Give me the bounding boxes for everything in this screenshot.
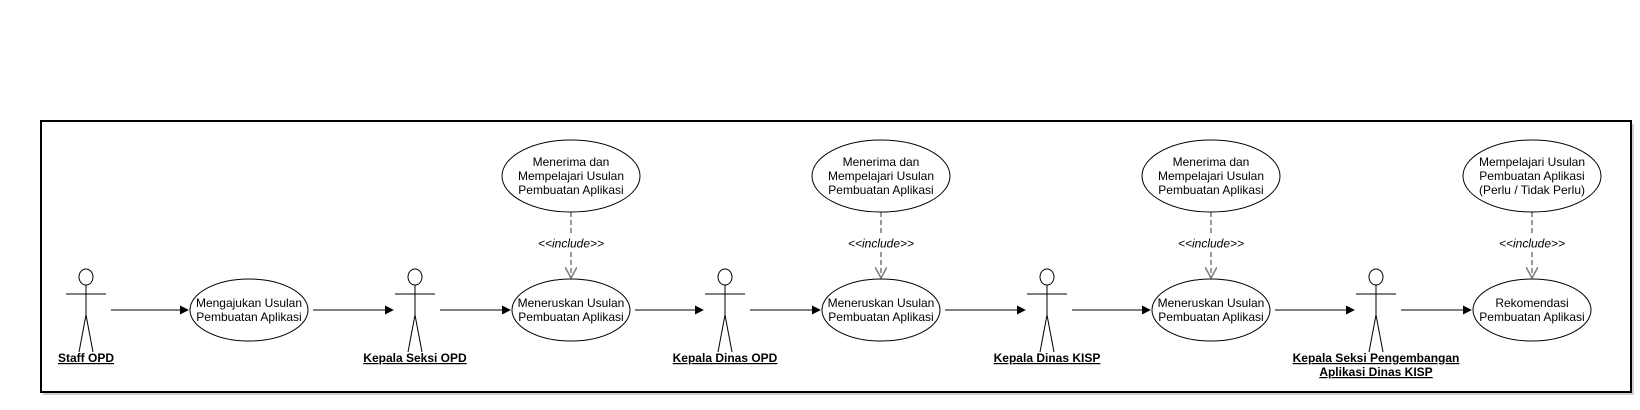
include-label: <<include>> (848, 237, 914, 251)
include-label: <<include>> (1178, 237, 1244, 251)
actor-head (717, 268, 733, 286)
use-case-label: Mempelajari Usulan (828, 169, 934, 183)
actor-right-leg (414, 314, 423, 353)
actor-left-leg (1039, 314, 1048, 353)
use-case-label: Mempelajari Usulan (1158, 169, 1264, 183)
actor-left-leg (78, 314, 87, 353)
use-case-label: Pembuatan Aplikasi (196, 310, 301, 324)
use-case-label: Meneruskan Usulan (1158, 296, 1265, 310)
actor-left-leg (717, 314, 726, 353)
actor-kepala-seksi-pengembangan[interactable]: Kepala Seksi Pengembangan Aplikasi Dinas… (1293, 268, 1460, 379)
actor-right-leg (1375, 314, 1384, 353)
actor-kepala-seksi-opd[interactable]: Kepala Seksi OPD (363, 268, 467, 365)
use-case-label: Pembuatan Aplikasi (828, 310, 933, 324)
actor-label: Kepala Seksi OPD (363, 351, 467, 365)
actor-head (78, 268, 94, 286)
use-case-label: Pembuatan Aplikasi (518, 183, 623, 197)
actor-left-leg (407, 314, 416, 353)
use-case-label: Meneruskan Usulan (518, 296, 625, 310)
use-case-ellipse (189, 278, 309, 342)
use-case-label: Pembuatan Aplikasi (518, 310, 623, 324)
actor-head (407, 268, 423, 286)
include-label-bg (1175, 235, 1247, 251)
use-case-label: Pembuatan Aplikasi (1158, 310, 1263, 324)
use-case-label: Menerima dan (533, 155, 610, 169)
include-label-bg (1496, 235, 1568, 251)
actor-label: Aplikasi Dinas KISP (1319, 365, 1432, 379)
actor-right-leg (1046, 314, 1055, 353)
include-label-bg (845, 235, 917, 251)
use-case-label: Menerima dan (1173, 155, 1250, 169)
use-case-ellipse (1472, 278, 1592, 342)
use-case-label: Pembuatan Aplikasi (1158, 183, 1263, 197)
actor-kepala-dinas-kisp[interactable]: Kepala Dinas KISP (994, 268, 1101, 365)
actor-left-leg (1368, 314, 1377, 353)
include-label: <<include>> (1499, 237, 1565, 251)
nodes-layer: Staff OPD Kepala Seksi OPD Kepala Dinas OP… (58, 139, 1602, 379)
use-case-label: Pembuatan Aplikasi (1479, 310, 1584, 324)
use-case-ellipse (821, 278, 941, 342)
actor-right-leg (85, 314, 94, 353)
use-case-label: Menerima dan (843, 155, 920, 169)
use-case-label: Pembuatan Aplikasi (1479, 169, 1584, 183)
actor-label: Staff OPD (58, 351, 114, 365)
use-case-label: Mengajukan Usulan (196, 296, 302, 310)
use-case-label: Mempelajari Usulan (1479, 155, 1585, 169)
use-case-ellipse (501, 139, 641, 213)
use-case-label: Mempelajari Usulan (518, 169, 624, 183)
actor-label: Kepala Dinas KISP (994, 351, 1101, 365)
use-case-ellipse (1462, 139, 1602, 213)
use-case-label: (Perlu / Tidak Perlu) (1479, 183, 1585, 197)
actor-kepala-dinas-opd[interactable]: Kepala Dinas OPD (673, 268, 778, 365)
use-case-ellipse (511, 278, 631, 342)
actor-head (1368, 268, 1384, 286)
actor-label: Kepala Dinas OPD (673, 351, 778, 365)
actor-label: Kepala Seksi Pengembangan (1293, 351, 1460, 365)
use-case-label: Pembuatan Aplikasi (828, 183, 933, 197)
use-case-label: Rekomendasi (1495, 296, 1568, 310)
connectors-layer: <<include>> <<include>> <<include>> <<inclu… (111, 212, 1568, 315)
use-case-ellipse (811, 139, 951, 213)
use-case-ellipse (1151, 278, 1271, 342)
actor-right-leg (724, 314, 733, 353)
use-case-label: Meneruskan Usulan (828, 296, 935, 310)
use-case-ellipse (1141, 139, 1281, 213)
actor-staff-opd[interactable]: Staff OPD (58, 268, 114, 365)
actor-head (1039, 268, 1055, 286)
include-label: <<include>> (538, 237, 604, 251)
include-label-bg (535, 235, 607, 251)
